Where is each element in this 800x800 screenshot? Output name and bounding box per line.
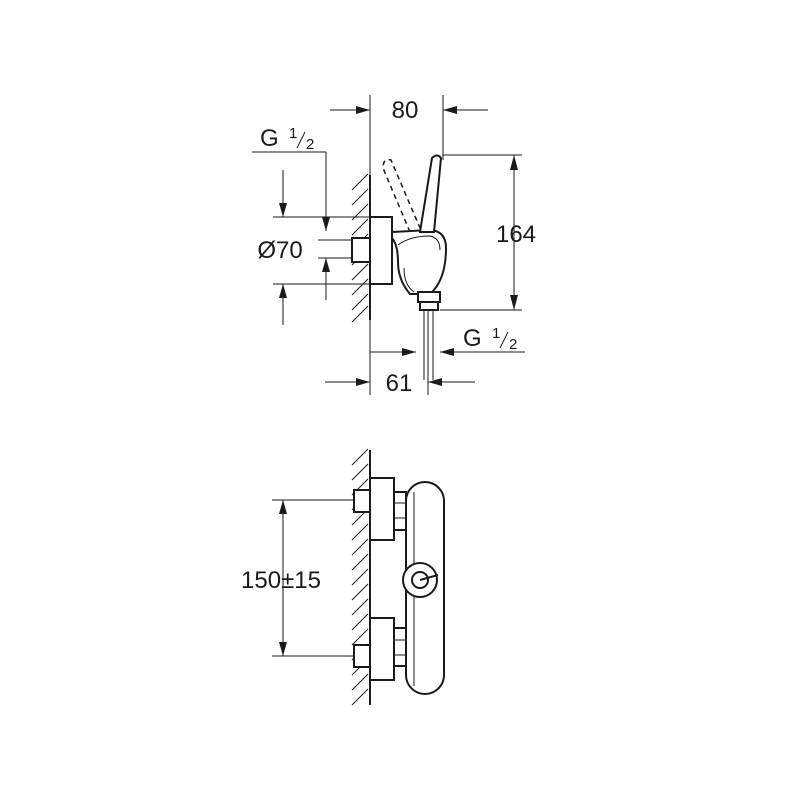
inlet-connector-side (351, 237, 371, 263)
eccentric-union-upper (393, 491, 407, 531)
dim-label-80: 80 (392, 97, 419, 124)
thread-label-bottom: G 1 2 (463, 325, 517, 353)
inlet-connector-lower (353, 644, 371, 668)
lever-handle (418, 154, 443, 233)
wall-rosette-side (369, 216, 393, 285)
lever-open-position (382, 158, 421, 233)
eccentric-union-lower (393, 627, 407, 667)
thread-bottom-main: G (463, 325, 482, 352)
dim-label-164: 164 (496, 221, 536, 248)
dim-label-diameter-70: Ø70 (257, 237, 302, 264)
side-view: 80 164 Ø70 G 1 2 (252, 95, 536, 397)
thread-top-num: 1 (289, 125, 297, 142)
mixer-body-side (391, 228, 448, 295)
wall-rosette-upper (369, 477, 395, 541)
front-view: 150±15 (241, 448, 445, 706)
thread-top-main: G (260, 125, 279, 152)
thread-bottom-num: 1 (492, 325, 500, 342)
dim-label-61: 61 (386, 370, 413, 397)
thread-label-top: G 1 2 (260, 125, 314, 153)
thread-bottom-den: 2 (509, 336, 517, 353)
inlet-connector-upper (353, 489, 371, 513)
outlet-fitting-top (417, 291, 441, 303)
outlet-fitting-bottom (419, 301, 439, 311)
thread-top-den: 2 (306, 136, 314, 153)
wall-rosette-lower (369, 617, 395, 681)
dim-label-150-15: 150±15 (241, 567, 321, 594)
